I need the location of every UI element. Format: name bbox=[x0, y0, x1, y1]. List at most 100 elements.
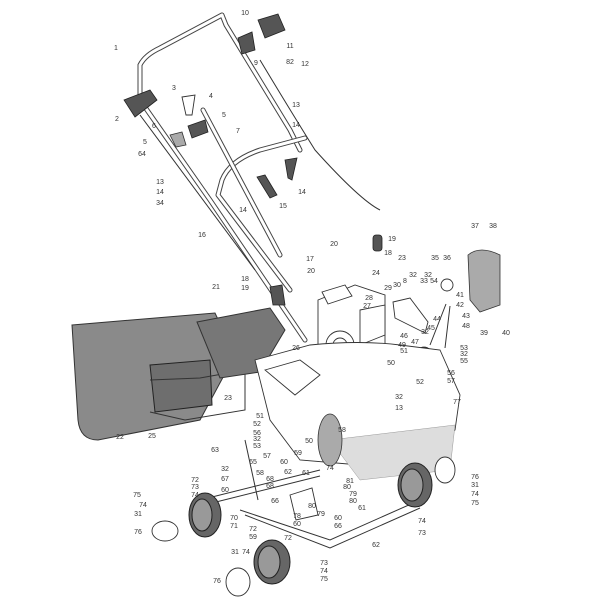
callout-label: 79 bbox=[317, 511, 325, 518]
callout-label: 4 bbox=[209, 93, 213, 100]
callout-label: 79 bbox=[349, 491, 357, 498]
knob-15a bbox=[284, 157, 298, 181]
cover-5 bbox=[187, 119, 209, 139]
callout-label: 65 bbox=[249, 459, 257, 466]
callout-label: 46 bbox=[400, 333, 408, 340]
callout-label: 17 bbox=[306, 256, 314, 263]
callout-label: 66 bbox=[271, 498, 279, 505]
callout-label: 74 bbox=[326, 465, 334, 472]
callout-label: 36 bbox=[443, 255, 451, 262]
callout-label: 51 bbox=[400, 348, 408, 355]
callout-label: 23 bbox=[398, 255, 406, 262]
callout-label: 81 bbox=[346, 478, 354, 485]
callout-label: 7 bbox=[236, 128, 240, 135]
callout-label: 18 bbox=[384, 250, 392, 257]
callout-label: 74 bbox=[320, 568, 328, 575]
callout-label: 74 bbox=[242, 549, 250, 556]
callout-label: 32 bbox=[424, 272, 432, 279]
bracket-4 bbox=[181, 94, 196, 116]
callout-label: 50 bbox=[387, 360, 395, 367]
callout-label: 80 bbox=[343, 484, 351, 491]
callout-label: 82 bbox=[286, 59, 294, 66]
callout-label: 53 bbox=[460, 345, 468, 352]
callout-label: 55 bbox=[460, 358, 468, 365]
callout-label: 14 bbox=[156, 189, 164, 196]
drive-plate bbox=[392, 297, 429, 334]
callout-label: 20 bbox=[330, 241, 338, 248]
callout-label: 16 bbox=[198, 232, 206, 239]
callout-label: 32 bbox=[421, 329, 429, 336]
callout-label: 67 bbox=[221, 476, 229, 483]
callout-label: 73 bbox=[418, 530, 426, 537]
callout-label: 74 bbox=[191, 492, 199, 499]
callout-label: 76 bbox=[213, 578, 221, 585]
callout-label: 51 bbox=[256, 413, 264, 420]
callout-label: 19 bbox=[388, 236, 396, 243]
callout-label: 74 bbox=[418, 518, 426, 525]
callout-label: 40 bbox=[502, 330, 510, 337]
callout-label: 22 bbox=[116, 434, 124, 441]
callout-label: 76 bbox=[134, 529, 142, 536]
callout-label: 72 bbox=[284, 535, 292, 542]
callout-label: 31 bbox=[231, 549, 239, 556]
callout-label: 13 bbox=[395, 405, 403, 412]
callout-label: 71 bbox=[230, 523, 238, 530]
switch-box bbox=[123, 89, 158, 118]
callout-label: 21 bbox=[212, 284, 220, 291]
callout-label: 58 bbox=[338, 427, 346, 434]
callout-label: 2 bbox=[115, 116, 119, 123]
callout-label: 14 bbox=[239, 207, 247, 214]
knob-19b bbox=[372, 234, 383, 252]
callout-label: 61 bbox=[358, 505, 366, 512]
callout-label: 80 bbox=[349, 498, 357, 505]
callout-label: 3 bbox=[172, 85, 176, 92]
belt-guard bbox=[467, 249, 501, 313]
callout-label: 59 bbox=[294, 450, 302, 457]
callout-label: 77 bbox=[453, 399, 461, 406]
callout-label: 24 bbox=[372, 270, 380, 277]
callout-label: 68 bbox=[266, 476, 274, 483]
callout-label: 60 bbox=[293, 521, 301, 528]
callout-label: 50 bbox=[305, 438, 313, 445]
callout-label: 31 bbox=[471, 482, 479, 489]
callout-label: 27 bbox=[363, 303, 371, 310]
callout-label: 32 bbox=[221, 466, 229, 473]
callout-label: 57 bbox=[263, 453, 271, 460]
callout-label: 66 bbox=[334, 523, 342, 530]
deck bbox=[254, 342, 461, 481]
callout-label: 80 bbox=[308, 503, 316, 510]
callout-label: 52 bbox=[416, 379, 424, 386]
callout-label: 56 bbox=[253, 430, 261, 437]
callout-label: 8 bbox=[403, 278, 407, 285]
callout-label: 75 bbox=[320, 576, 328, 583]
callout-label: 11 bbox=[286, 43, 293, 50]
callout-label: 68 bbox=[266, 483, 274, 490]
callout-label: 32 bbox=[409, 272, 417, 279]
callout-label: 1 bbox=[114, 45, 118, 52]
callout-label: 35 bbox=[431, 255, 439, 262]
callout-label: 72 bbox=[249, 526, 257, 533]
drive-belt bbox=[429, 303, 451, 349]
callout-label: 60 bbox=[280, 459, 288, 466]
callout-label: 32 bbox=[460, 351, 468, 358]
callout-label: 6 bbox=[152, 123, 156, 130]
callout-label: 33 bbox=[420, 278, 428, 285]
callout-label: 23 bbox=[224, 395, 232, 402]
callout-label: 32 bbox=[253, 436, 261, 443]
callout-label: 14 bbox=[298, 189, 306, 196]
callout-label: 5 bbox=[222, 112, 226, 119]
callout-label: 28 bbox=[365, 295, 373, 302]
wheels bbox=[151, 456, 456, 597]
callout-label: 20 bbox=[307, 268, 315, 275]
callout-label: 9 bbox=[254, 60, 258, 67]
callout-label: 15 bbox=[279, 203, 287, 210]
callout-label: 76 bbox=[471, 474, 479, 481]
callout-label: 48 bbox=[462, 323, 470, 330]
callout-label: 47 bbox=[411, 339, 419, 346]
chassis bbox=[199, 439, 421, 549]
cables bbox=[139, 59, 381, 271]
callout-label: 39 bbox=[480, 330, 488, 337]
cover-5b bbox=[169, 131, 187, 148]
callout-label: 61 bbox=[302, 470, 310, 477]
callout-label: 29 bbox=[384, 285, 392, 292]
